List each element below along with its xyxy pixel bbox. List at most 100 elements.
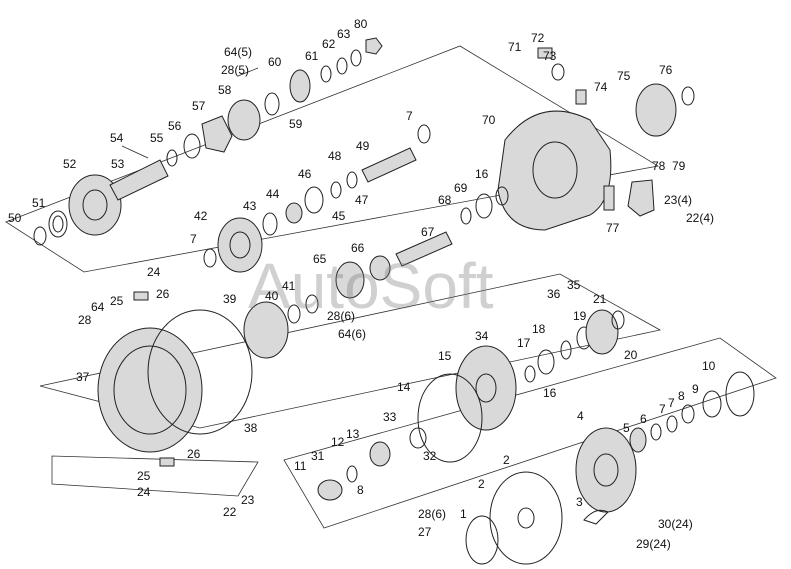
gear-52-hub (82, 189, 108, 221)
turbine-group (317, 371, 755, 565)
upper-shaft-parts (33, 37, 383, 246)
ring-41 (305, 294, 319, 314)
flange-58 (227, 99, 261, 141)
part-label: 57 (192, 99, 206, 113)
valve-78-79 (627, 179, 655, 217)
ring-18 (560, 340, 572, 360)
housing-70 (497, 110, 612, 231)
part-label: 8 (357, 483, 364, 497)
nut-80 (365, 37, 383, 55)
ring-16-mid (524, 365, 536, 383)
part-label: 22 (223, 505, 237, 519)
housing-4-hub (593, 453, 619, 487)
part-label: 7 (659, 402, 666, 416)
part-label: 77 (606, 221, 620, 235)
bearing-51-inner (52, 215, 64, 233)
part-label: 49 (356, 139, 370, 153)
part-label: 64(5) (224, 45, 252, 59)
part-label: 7 (406, 109, 413, 123)
part-label: 18 (532, 322, 546, 336)
frame-upper-shaft-group (5, 45, 660, 273)
part-label: 5 (623, 421, 630, 435)
gear-52 (68, 174, 122, 236)
ring-6 (650, 423, 662, 441)
part-label: 37 (76, 370, 90, 384)
part-label: 3 (576, 495, 583, 509)
bearing-44 (262, 212, 278, 236)
part-label: 63 (337, 27, 351, 41)
part-label: 70 (482, 113, 496, 127)
hub-11 (317, 479, 343, 501)
part-label: 71 (508, 40, 522, 54)
part-label: 25 (110, 294, 124, 308)
housing-37-inner (113, 345, 187, 435)
bracket-72 (537, 47, 553, 59)
part-label: 52 (63, 157, 77, 171)
part-label: 45 (332, 209, 346, 223)
gear-75 (635, 83, 677, 137)
part-label: 12 (331, 435, 345, 449)
part-label: 25 (137, 469, 151, 483)
part-label: 23(4) (664, 193, 692, 207)
bearing-56 (183, 133, 201, 159)
bearing-46 (304, 186, 324, 214)
part-label: 40 (265, 289, 279, 303)
part-label: 62 (322, 37, 336, 51)
gear-39 (243, 301, 289, 359)
part-label: 56 (168, 119, 182, 133)
ring-33 (409, 427, 427, 449)
part-label: 14 (397, 380, 411, 394)
cover-57 (201, 115, 233, 153)
part-label: 24 (147, 265, 161, 279)
part-label: 64 (91, 300, 105, 314)
flange-60 (289, 69, 311, 103)
part-label: 15 (438, 349, 452, 363)
frame-lower-right-group (283, 337, 777, 529)
part-label: 69 (454, 181, 468, 195)
part-label: 74 (594, 80, 608, 94)
part-label: 2 (478, 477, 485, 491)
part-label: 39 (223, 292, 237, 306)
housing-4 (575, 427, 637, 513)
part-label: 28 (78, 313, 92, 327)
ring-9 (702, 390, 722, 418)
part-label: 6 (640, 412, 647, 426)
part-label: 47 (355, 193, 369, 207)
part-label: 42 (194, 209, 208, 223)
shaft-49 (361, 147, 417, 183)
spacer-45 (285, 202, 303, 224)
plate-1 (465, 515, 499, 565)
part-label: 1 (460, 507, 467, 521)
part-label: 16 (475, 167, 489, 181)
housing-70-bore (532, 141, 578, 199)
ring-21 (611, 310, 625, 330)
part-label: 19 (573, 309, 587, 323)
part-label: 41 (282, 279, 296, 293)
part-label: 20 (624, 348, 638, 362)
part-label: 32 (423, 449, 437, 463)
part-label: 48 (328, 149, 342, 163)
part-label: 54 (110, 131, 124, 145)
part-label: 13 (346, 427, 360, 441)
part-label: 4 (577, 409, 584, 423)
flange-65 (335, 261, 365, 299)
part-label: 23 (241, 493, 255, 507)
part-label: 75 (617, 69, 631, 83)
part-label: 72 (531, 31, 545, 45)
part-label: 9 (692, 382, 699, 396)
housing-70-group (335, 47, 695, 299)
part-label: 26 (156, 287, 170, 301)
ring-63 (350, 49, 362, 67)
part-label: 66 (351, 241, 365, 255)
shaft-53 (109, 159, 169, 201)
part-label: 8 (678, 389, 685, 403)
part-label: 46 (298, 167, 312, 181)
part-13 (369, 441, 391, 467)
watermark: AutoSoft (248, 250, 494, 322)
part-label: 44 (266, 187, 280, 201)
ring-7-left (203, 248, 217, 268)
part-label: 28(5) (221, 63, 249, 77)
gear-5 (629, 427, 647, 453)
bearing-69 (475, 193, 493, 219)
